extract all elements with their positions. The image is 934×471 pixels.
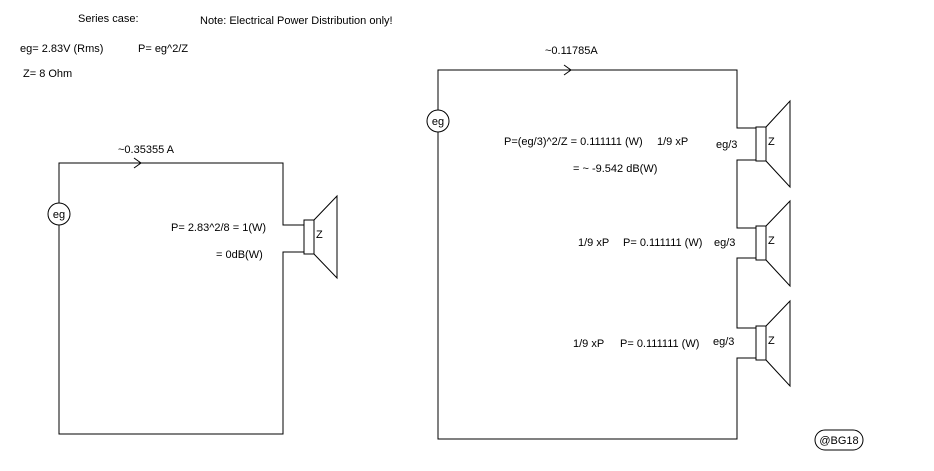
signature-badge: @BG18 xyxy=(814,429,864,451)
eg-value: eg= 2.83V (Rms) xyxy=(20,43,103,55)
power-fraction: 1/9 xP xyxy=(578,237,609,249)
speaker-voltage: eg/3 xyxy=(713,336,734,348)
speaker-label: Z xyxy=(768,335,775,347)
speaker-voltage: eg/3 xyxy=(716,139,737,151)
current-arrow-icon xyxy=(133,157,142,169)
link-wire-1 xyxy=(736,159,756,229)
series-case-label: Series case: xyxy=(78,13,139,25)
speaker-icon xyxy=(755,199,791,288)
power-fraction: 1/9 xP xyxy=(657,136,688,148)
voltage-source-icon xyxy=(426,109,450,133)
single-speaker-circuit: eg ~0.35355 A P= 2.83^2/8 = 1(W) = 0dB(W… xyxy=(47,144,338,435)
power-db: = ~ -9.542 dB(W) xyxy=(573,163,657,175)
power-fraction: 1/9 xP xyxy=(573,338,604,350)
current-label: ~0.11785A xyxy=(545,45,598,57)
power-formula: P= eg^2/Z xyxy=(138,43,188,55)
current-label: ~0.35355 A xyxy=(118,144,175,156)
source-label: eg xyxy=(53,209,65,221)
series-speaker-circuit: eg ~0.11785A P=(eg/3)^2/Z = 0.111111 (W)… xyxy=(426,45,791,440)
current-arrow-icon xyxy=(563,64,572,76)
voltage-source-icon xyxy=(47,202,71,226)
power-value: P= 0.111111 (W) xyxy=(623,237,702,249)
speaker-icon xyxy=(755,99,791,189)
bottom-wire-series xyxy=(437,132,756,440)
top-wire-series xyxy=(437,69,756,129)
power-value: P= 0.111111 (W) xyxy=(620,338,699,350)
speaker-voltage: eg/3 xyxy=(714,237,735,249)
signature-text: @BG18 xyxy=(819,435,858,447)
speaker-label: Z xyxy=(768,136,775,148)
impedance-value: Z= 8 Ohm xyxy=(23,68,72,80)
source-label: eg xyxy=(432,116,444,128)
speaker-icon xyxy=(303,194,338,280)
speaker-label: Z xyxy=(316,229,323,241)
power-calc: P= 2.83^2/8 = 1(W) xyxy=(171,222,266,234)
top-wire xyxy=(58,162,304,226)
power-db: = 0dB(W) xyxy=(216,249,263,261)
bottom-wire xyxy=(58,225,304,435)
link-wire-2 xyxy=(736,257,756,329)
speaker-label: Z xyxy=(768,235,775,247)
note-text: Note: Electrical Power Distribution only… xyxy=(200,15,393,27)
speaker-icon xyxy=(755,299,791,388)
power-calc: P=(eg/3)^2/Z = 0.111111 (W) xyxy=(504,136,643,148)
